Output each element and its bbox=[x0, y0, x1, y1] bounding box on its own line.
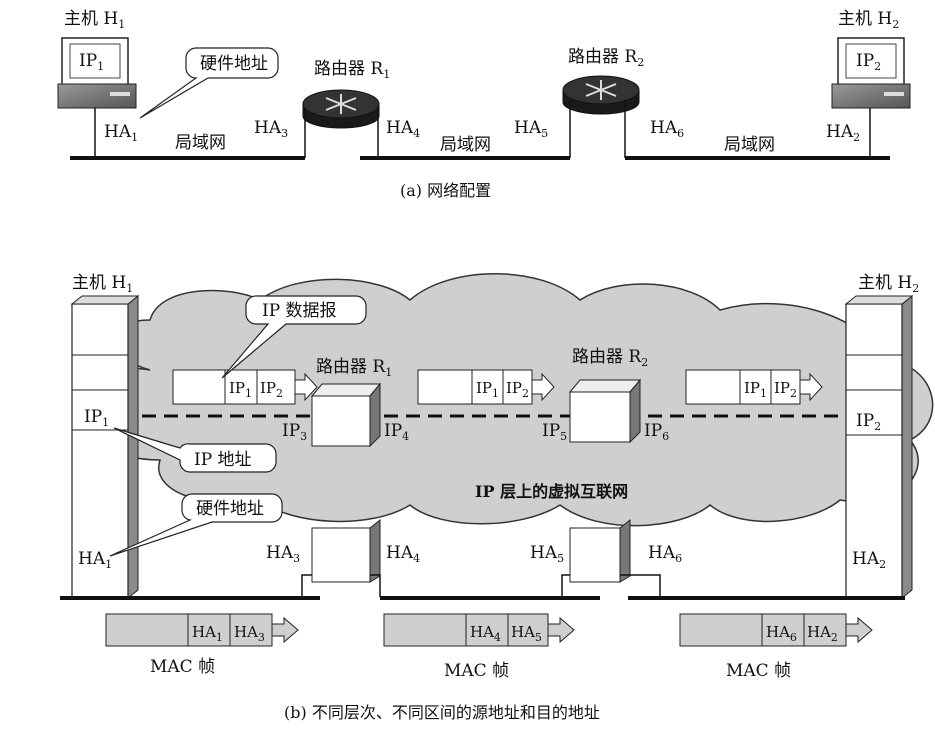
mac-frame-3 bbox=[679, 613, 873, 647]
frame1-ha-a: HA1 bbox=[192, 623, 223, 644]
callout-ip-address: IP 地址 bbox=[113, 427, 277, 473]
packet1-ip1: IP1 bbox=[229, 379, 252, 400]
frame2-ha-b: HA5 bbox=[511, 623, 542, 644]
ip-datagram-3 bbox=[685, 369, 823, 405]
mac-frame-2 bbox=[383, 613, 575, 647]
router-ip6-label: IP6 bbox=[644, 421, 669, 443]
router-r1-left-link bbox=[301, 574, 312, 597]
host-h1-label-a: 主机 H1 bbox=[64, 9, 125, 31]
router-r2-label-b: 路由器 R2 bbox=[572, 347, 648, 369]
router-ha3-label: HA3 bbox=[266, 543, 300, 565]
ip-datagram-2 bbox=[417, 369, 555, 405]
ha3-label-a: HA3 bbox=[254, 118, 288, 140]
router-r1-label-b: 路由器 R1 bbox=[316, 357, 392, 379]
router-ha5-label: HA5 bbox=[530, 543, 564, 565]
frame3-ha-a: HA6 bbox=[766, 623, 797, 644]
ha2-label-a: HA2 bbox=[826, 122, 860, 144]
packet3-ip1: IP1 bbox=[744, 379, 767, 400]
router-r1-label-a: 路由器 R1 bbox=[314, 59, 390, 81]
svg-text:IP 数据报: IP 数据报 bbox=[262, 301, 337, 321]
router-r2-box bbox=[568, 378, 642, 583]
host-h2-stack bbox=[844, 294, 914, 600]
svg-text:硬件地址: 硬件地址 bbox=[196, 499, 264, 519]
lan-label-3: 局域网 bbox=[724, 135, 775, 155]
cloud-label: IP 层上的虚拟互联网 bbox=[475, 482, 628, 501]
host-h1-computer-icon bbox=[57, 37, 137, 109]
router-ip3-label: IP3 bbox=[282, 421, 307, 443]
part-a-network-config: IP1 主机 H1 硬件地址 HA1 局域网 局域网 局域网 路由器 R1 HA… bbox=[57, 9, 911, 200]
stack-ip2-label: IP2 bbox=[856, 411, 881, 433]
router-r2-right-link bbox=[620, 574, 661, 597]
mac-frame-1 bbox=[105, 613, 299, 647]
stack-ha2-label: HA2 bbox=[852, 549, 886, 571]
lan-label-2: 局域网 bbox=[440, 135, 491, 155]
ip1-label-a: IP1 bbox=[79, 51, 104, 73]
router-r1-box bbox=[310, 382, 382, 583]
callout-hardware-address-a: 硬件地址 bbox=[139, 47, 279, 119]
router-r2-label-a: 路由器 R2 bbox=[568, 47, 644, 69]
stack-ip1-label: IP1 bbox=[84, 407, 109, 429]
packet2-ip1: IP1 bbox=[476, 379, 499, 400]
frame3-label: MAC 帧 bbox=[726, 661, 791, 681]
host-h2-computer-icon bbox=[831, 37, 911, 109]
caption-a: (a) 网络配置 bbox=[400, 181, 491, 200]
frame1-label: MAC 帧 bbox=[150, 657, 215, 677]
router-ha4-label: HA4 bbox=[386, 543, 420, 565]
packet1-ip2: IP2 bbox=[260, 379, 283, 400]
ha6-label-a: HA6 bbox=[650, 118, 684, 140]
host-h2-label-b: 主机 H2 bbox=[858, 273, 919, 295]
frame2-label: MAC 帧 bbox=[444, 661, 509, 681]
router-ip5-label: IP5 bbox=[542, 421, 567, 443]
packet2-ip2: IP2 bbox=[506, 379, 529, 400]
router-r2-left-link bbox=[561, 574, 570, 597]
host-h2-label-a: 主机 H2 bbox=[838, 9, 899, 31]
router-r2-icon bbox=[562, 75, 640, 115]
ha1-label-a: HA1 bbox=[104, 122, 138, 144]
callout-hardware-address-b: 硬件地址 bbox=[109, 493, 283, 557]
frame1-ha-b: HA3 bbox=[234, 623, 265, 644]
frame3-ha-b: HA2 bbox=[807, 623, 838, 644]
caption-b: (b) 不同层次、不同区间的源地址和目的地址 bbox=[284, 703, 600, 722]
callout-ip-datagram: IP 数据报 bbox=[221, 295, 367, 379]
router-r1-right-link bbox=[370, 574, 381, 597]
part-b-address-layers: IP 层上的虚拟互联网 主机 H1 IP1 HA1 主机 H2 IP2 HA2 bbox=[60, 273, 934, 722]
router-ip4-label: IP4 bbox=[384, 421, 409, 443]
frame2-ha-a: HA4 bbox=[470, 623, 501, 644]
packet3-ip2: IP2 bbox=[774, 379, 797, 400]
host-h1-label-b: 主机 H1 bbox=[72, 273, 133, 295]
ip2-label-a: IP2 bbox=[856, 51, 881, 73]
router-r1-icon bbox=[302, 89, 380, 129]
stack-ha1-label: HA1 bbox=[78, 549, 112, 571]
lan-label-1: 局域网 bbox=[175, 133, 226, 153]
router-ha6-label: HA6 bbox=[648, 543, 682, 565]
host-h1-stack bbox=[70, 294, 140, 600]
ha4-label-a: HA4 bbox=[386, 118, 420, 140]
svg-text:硬件地址: 硬件地址 bbox=[200, 54, 268, 74]
ha5-label-a: HA5 bbox=[514, 118, 548, 140]
svg-text:IP 地址: IP 地址 bbox=[194, 450, 252, 470]
